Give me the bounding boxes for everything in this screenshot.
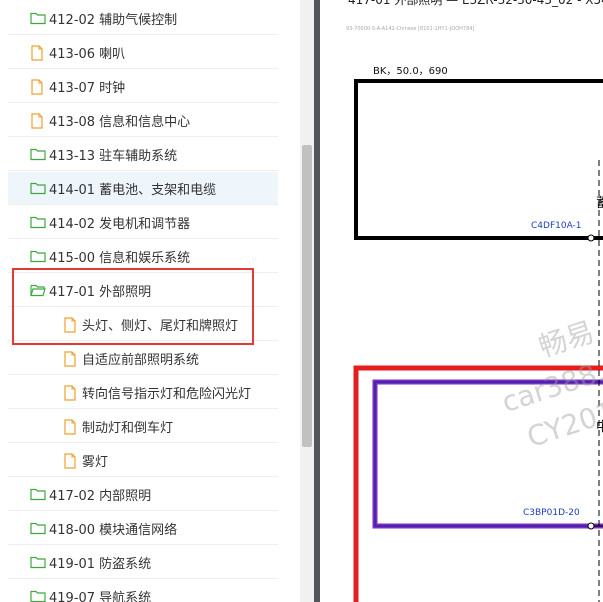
tree-item-label: 413-13 驻车辅助系统 <box>49 148 178 164</box>
tree-item-label: 417-01 外部照明 <box>49 284 152 300</box>
wiring-diagram <box>353 79 603 602</box>
tree-item-label: 419-07 导航系统 <box>49 590 152 602</box>
connector-pin-top <box>587 234 595 242</box>
tree-item[interactable]: 419-07 导航系统 <box>8 580 278 602</box>
tree-item[interactable]: 413-07 时钟 <box>8 70 278 103</box>
folder-icon <box>30 521 46 535</box>
tree-item[interactable]: 418-00 模块通信网络 <box>8 512 278 545</box>
tree-item-label: 417-02 内部照明 <box>49 488 152 504</box>
tree-item[interactable]: 413-06 喇叭 <box>8 36 278 69</box>
tree-item[interactable]: 雾灯 <box>8 444 278 477</box>
tree-item-label: 414-01 蓄电池、支架和电缆 <box>49 182 217 198</box>
tree-item[interactable]: 413-08 信息和信息中心 <box>8 104 278 137</box>
tree-item[interactable]: 414-01 蓄电池、支架和电缆 <box>8 172 278 205</box>
document-page: 417-01 外部照明 — E3ZR-32-30-43_02 - X54EW 9… <box>320 0 603 602</box>
component-box-top <box>354 79 603 240</box>
folder-icon <box>30 555 46 569</box>
folder-icon <box>30 589 46 602</box>
component-box-red <box>353 365 603 602</box>
tree-item-label: 413-08 信息和信息中心 <box>49 114 191 130</box>
tree-item[interactable]: 头灯、侧灯、尾灯和牌照灯 <box>8 308 278 341</box>
tree-item[interactable]: 自适应前部照明系统 <box>8 342 278 375</box>
tree-item[interactable]: 419-01 防盗系统 <box>8 546 278 579</box>
document-code: 93-70000-S-A-A142-Chinese [8101-1HY1-JOO… <box>346 26 475 32</box>
tree-item-label: 制动灯和倒车灯 <box>82 420 174 436</box>
wire-label: BK，50.0，690 <box>373 66 448 77</box>
document-icon <box>63 419 79 435</box>
tree-panel: 412-02 辅助气候控制 413-06 喇叭 413-07 时钟 413-08 信息… <box>0 0 300 602</box>
tree-item[interactable]: 414-02 发电机和调节器 <box>8 206 278 239</box>
document-icon <box>63 317 79 333</box>
tree-item-label: 412-02 辅助气候控制 <box>49 12 178 28</box>
tree-item-label: 413-06 喇叭 <box>49 46 126 62</box>
document-icon <box>63 385 79 401</box>
tree-item-label: 转向信号指示灯和危险闪光灯 <box>82 386 252 402</box>
tree-item-label: 雾灯 <box>82 454 109 470</box>
document-icon <box>63 453 79 469</box>
document-icon <box>30 79 46 95</box>
tree-item[interactable]: 转向信号指示灯和危险闪光灯 <box>8 376 278 409</box>
tree-item[interactable]: 413-13 驻车辅助系统 <box>8 138 278 171</box>
tree-item[interactable]: 制动灯和倒车灯 <box>8 410 278 443</box>
tree-item-label: 头灯、侧灯、尾灯和牌照灯 <box>82 318 239 334</box>
tree-item-label: 414-02 发电机和调节器 <box>49 216 191 232</box>
tree-item-label: 419-01 防盗系统 <box>49 556 152 572</box>
folder-icon <box>30 11 46 25</box>
tree-scrollbar[interactable] <box>300 0 314 602</box>
folder-icon <box>30 181 46 195</box>
document-icon <box>30 45 46 61</box>
connector-label-bottom: C3BP01D-20 <box>523 508 580 518</box>
folder-icon <box>30 487 46 501</box>
document-icon <box>63 351 79 367</box>
document-icon <box>30 113 46 129</box>
tree-item[interactable]: 412-02 辅助气候控制 <box>8 2 278 35</box>
connector-label-top: C4DF10A-1 <box>531 221 582 231</box>
document-viewer[interactable]: 417-01 外部照明 — E3ZR-32-30-43_02 - X54EW 9… <box>314 0 603 602</box>
component-box-purple <box>372 379 603 529</box>
tree-item-label: 413-07 时钟 <box>49 80 126 96</box>
tree-item[interactable]: 417-01 外部照明 <box>8 274 278 307</box>
connector-pin-bottom <box>587 522 595 530</box>
scrollbar-thumb[interactable] <box>302 145 312 447</box>
page-header: 417-01 外部照明 — E3ZR-32-30-43_02 - X54EW <box>348 0 603 7</box>
tree-item-label: 418-00 模块通信网络 <box>49 522 178 538</box>
folder-icon <box>30 215 46 229</box>
folder-open-icon <box>30 283 46 297</box>
tree-item-label: 自适应前部照明系统 <box>82 352 200 368</box>
folder-icon <box>30 147 46 161</box>
tree-item[interactable]: 417-02 内部照明 <box>8 478 278 511</box>
folder-icon <box>30 249 46 263</box>
tree-item[interactable]: 415-00 信息和娱乐系统 <box>8 240 278 273</box>
clipped-text-top: 蓄 <box>596 196 603 211</box>
clipped-text-mid: 中 <box>596 420 603 435</box>
tree-item-label: 415-00 信息和娱乐系统 <box>49 250 191 266</box>
